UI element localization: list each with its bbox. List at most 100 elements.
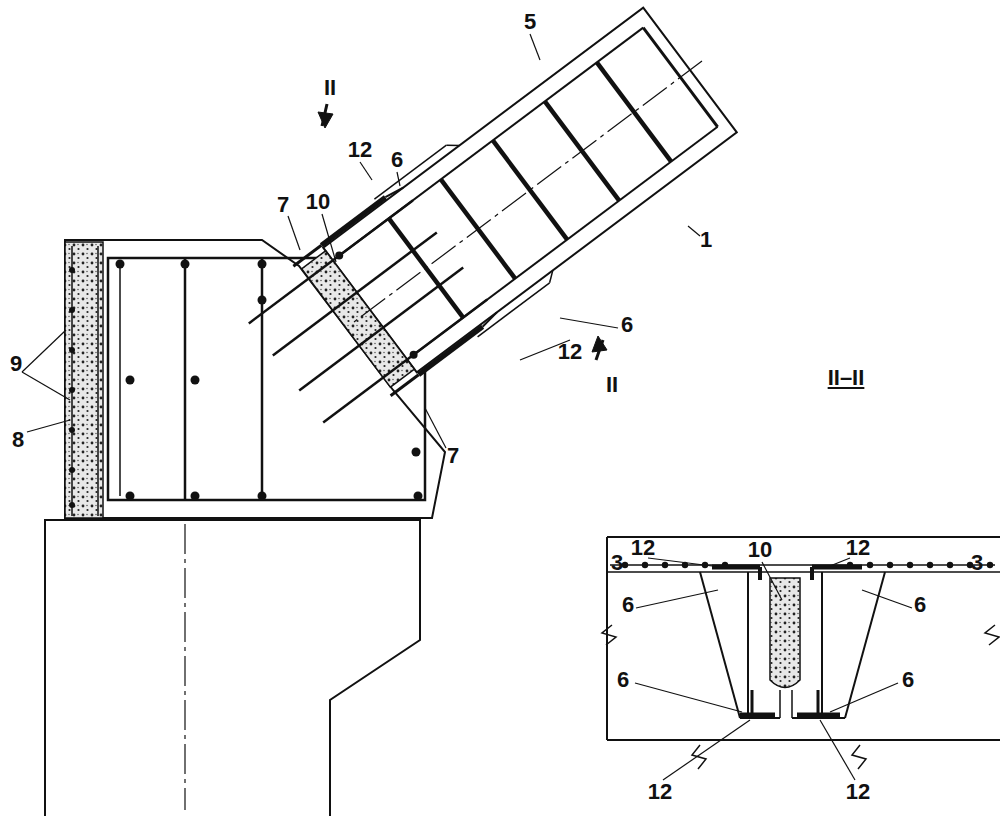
rebar-dot (947, 562, 953, 568)
callout-number: 12 (846, 781, 870, 803)
leader-line (663, 720, 750, 780)
section-outline (607, 536, 1000, 538)
anchor-bar (249, 200, 413, 323)
beam-edge (700, 572, 740, 718)
anchor-bar (323, 300, 487, 423)
callout-number: 6 (617, 669, 629, 691)
center-line (350, 61, 702, 325)
rebar-dot (642, 562, 648, 568)
rebar-dot (887, 562, 893, 568)
slab-line (607, 571, 1000, 573)
steel-plate (812, 565, 862, 570)
pier-outline (45, 520, 420, 816)
rebar-dot (69, 467, 75, 473)
leader-line (820, 720, 855, 780)
leader-line (830, 683, 898, 712)
steel-angle (293, 245, 321, 266)
steel-angle (751, 690, 754, 715)
anchor-bar (299, 268, 463, 391)
rebar-dot (410, 351, 418, 359)
callout-number: 1 (700, 229, 712, 251)
rebar-dot (258, 492, 267, 501)
callout-number: 8 (12, 429, 24, 451)
section-outline (607, 739, 1000, 741)
callout-number: II (606, 374, 618, 396)
section-arrow (318, 112, 333, 128)
leader-line (27, 420, 70, 432)
steel-plate (419, 327, 483, 375)
rebar-dot (927, 562, 933, 568)
callout-number: 6 (914, 594, 926, 616)
leader-line (425, 408, 446, 448)
rebar-dot (987, 562, 993, 568)
inclined-member (323, 8, 737, 373)
concrete-layer (65, 242, 103, 518)
joint-concrete (770, 578, 800, 688)
callout-number: 9 (10, 353, 22, 375)
callout-number: 10 (306, 191, 330, 213)
steel-angle (758, 567, 762, 580)
break-symbol (602, 625, 616, 645)
center-line (184, 524, 185, 810)
rebar-dot (191, 492, 200, 501)
steel-angle (391, 375, 419, 396)
leader-line (288, 216, 300, 250)
leader-line (636, 590, 718, 608)
callout-number: 3 (611, 552, 623, 574)
leader-line (397, 172, 400, 186)
leader-line (22, 330, 66, 372)
rebar-line (119, 262, 121, 496)
rebar-dot (258, 260, 267, 269)
callout-number: 7 (447, 445, 459, 467)
section-arrow (592, 336, 607, 352)
leader-line (22, 372, 70, 400)
callout-number: 5 (524, 11, 536, 33)
leader-line (762, 562, 782, 600)
stirrup-line (493, 140, 567, 239)
rebar-dot (69, 267, 75, 273)
rebar-dot (258, 296, 267, 305)
callout-number: 12 (348, 139, 372, 161)
mesh-line (71, 246, 73, 516)
rebar-dot (116, 260, 125, 269)
stirrup-line (597, 62, 671, 161)
outline-line (446, 144, 459, 146)
rebar-dot (335, 252, 343, 260)
mesh-line (97, 246, 99, 516)
beam-edge (747, 572, 749, 718)
outline-line (478, 283, 550, 337)
rebar-dot (69, 427, 75, 433)
rebar-dot (907, 562, 913, 568)
leader-line (360, 162, 372, 180)
rebar-dot (662, 562, 668, 568)
beam-edge (821, 572, 823, 718)
rebar-dot (412, 448, 421, 457)
rebar-dot (126, 492, 135, 501)
callout-number: 6 (902, 669, 914, 691)
rebar-line (184, 258, 187, 500)
beam-edge (845, 572, 885, 718)
leader-line (322, 214, 336, 262)
callout-number: 12 (648, 781, 672, 803)
beam-edge (779, 690, 781, 718)
section-outline (606, 537, 608, 740)
anchor-bar (273, 232, 437, 355)
outline-line (374, 145, 446, 199)
leader-line (648, 558, 712, 566)
callout-number: 12 (846, 537, 870, 559)
break-symbol (852, 745, 866, 769)
rebar-dot (191, 376, 200, 385)
callout-number: 12 (631, 537, 655, 559)
callout-number: 7 (277, 194, 289, 216)
leader-line (862, 590, 912, 608)
leader-line (830, 558, 850, 566)
rebar-dot (69, 502, 75, 508)
leader-line (688, 226, 700, 236)
leader-line (635, 683, 742, 712)
outline-line (550, 270, 553, 282)
callout-number: 6 (621, 314, 633, 336)
callout-number: 10 (748, 539, 772, 561)
break-symbol (985, 625, 999, 645)
steel-plate (712, 565, 760, 570)
callout-number: 3 (971, 552, 983, 574)
